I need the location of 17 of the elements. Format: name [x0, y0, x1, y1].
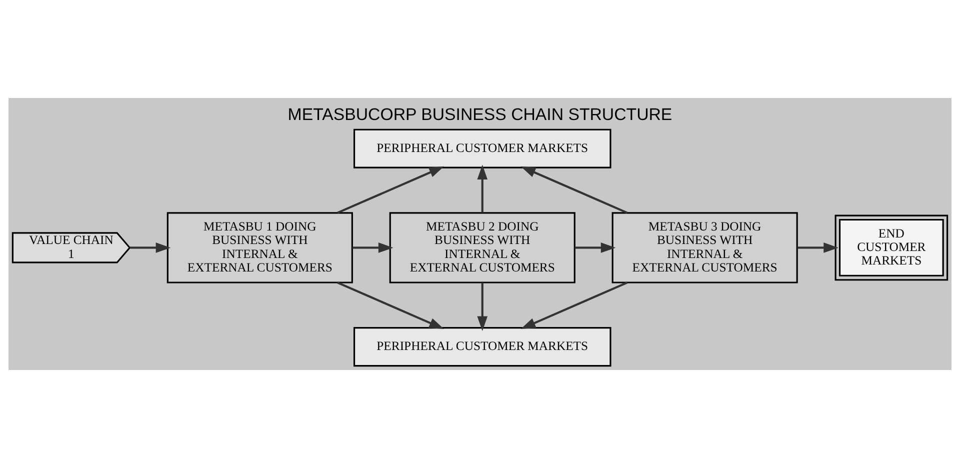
- arrow: [520, 282, 628, 330]
- node-box: PERIPHERAL CUSTOMER MARKETS: [353, 327, 612, 367]
- node-box: METASBU 3 DOING BUSINESS WITH INTERNAL & EXTERNAL CUSTOMERS: [612, 212, 798, 284]
- arrow: [520, 166, 628, 214]
- arrow: [130, 242, 171, 253]
- arrow: [352, 242, 394, 253]
- arrow: [337, 282, 444, 330]
- arrow: [477, 164, 488, 213]
- arrow: [574, 242, 616, 253]
- arrow: [477, 282, 488, 331]
- arrow: [797, 242, 838, 253]
- node-box: PERIPHERAL CUSTOMER MARKETS: [353, 128, 612, 168]
- node-box: END CUSTOMER MARKETS: [834, 214, 948, 281]
- diagram-title: METASBUCORP BUSINESS CHAIN STRUCTURE: [288, 104, 672, 124]
- node-box: METASBU 1 DOING BUSINESS WITH INTERNAL & EXTERNAL CUSTOMERS: [166, 212, 353, 284]
- arrow: [337, 166, 444, 214]
- node-box: METASBU 2 DOING BUSINESS WITH INTERNAL & EXTERNAL CUSTOMERS: [389, 212, 576, 284]
